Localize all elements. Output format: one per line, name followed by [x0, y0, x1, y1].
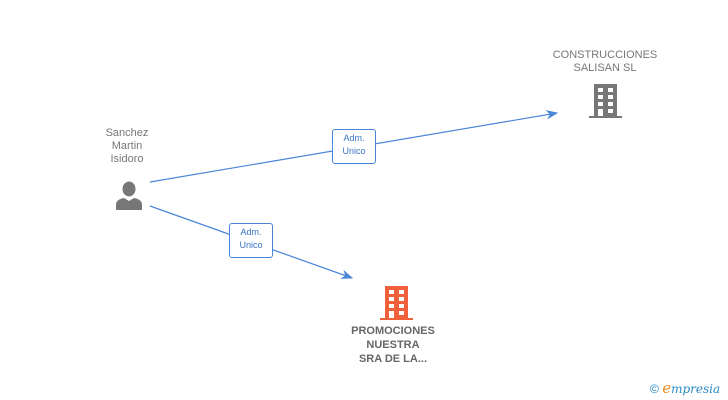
brand-rest: mpresia	[671, 382, 721, 396]
building-icon[interactable]	[589, 84, 622, 118]
edge-label-role: Adm. Unico	[332, 129, 376, 164]
person-name-line: Martin	[111, 140, 143, 152]
role-line: Adm.	[240, 227, 262, 237]
person-name-line: Sanchez	[105, 127, 149, 139]
brand-initial: e	[662, 379, 672, 397]
empresia-logo[interactable]: © empresia	[650, 379, 720, 397]
role-line: Unico	[239, 240, 263, 250]
company2-name-line: SRA DE LA...	[358, 353, 428, 365]
brand-text: empresia	[662, 379, 721, 397]
company1-name[interactable]: CONSTRUCCIONES SALISAN SL	[548, 49, 662, 75]
role-line: Adm.	[343, 133, 365, 143]
company1-name-line: SALISAN SL	[573, 62, 637, 74]
company2-name-line: NUESTRA	[366, 339, 420, 351]
building-icon[interactable]	[380, 286, 413, 320]
copyright-icon: ©	[650, 382, 659, 396]
person-name[interactable]: Sanchez Martin Isidoro	[92, 127, 162, 166]
company1-name-line: CONSTRUCCIONES	[552, 49, 658, 61]
company2-name[interactable]: PROMOCIONES NUESTRA SRA DE LA...	[336, 324, 450, 366]
person-name-line: Isidoro	[110, 153, 144, 165]
person-icon[interactable]	[114, 181, 144, 210]
role-line: Unico	[342, 146, 366, 156]
edge-label-role: Adm. Unico	[229, 223, 273, 258]
company2-name-line: PROMOCIONES	[351, 325, 435, 337]
